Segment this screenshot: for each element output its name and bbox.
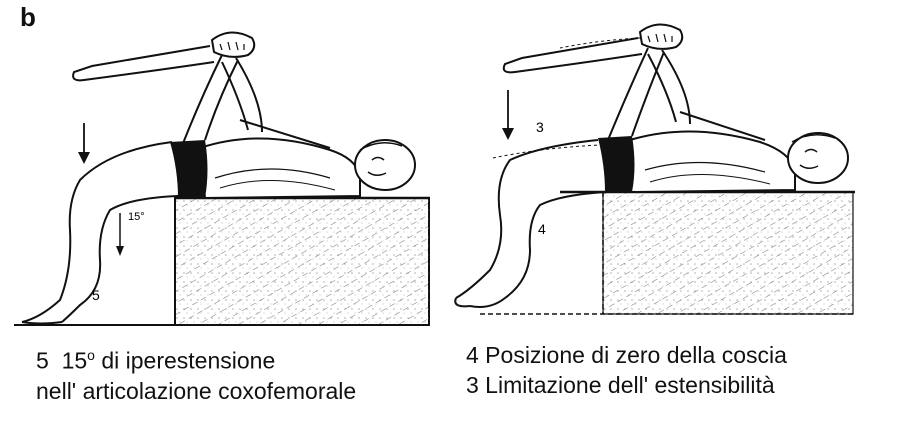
- caption-left: 5 15o di iperestensione nell' articolazi…: [36, 340, 356, 406]
- illustration: 15° 5: [0, 0, 916, 330]
- leg-label-3: 3: [536, 119, 544, 135]
- flexed-thigh-right: [608, 48, 648, 140]
- extended-leg-right: [456, 140, 598, 298]
- caption-right-line2: 3 Limitazione dell' estensibilità: [466, 370, 787, 400]
- caption-left-degree-unit: o: [87, 347, 95, 363]
- caption-left-number: 5: [36, 348, 49, 374]
- flexed-thigh: [182, 55, 222, 146]
- torso: [200, 138, 360, 198]
- caption-left-text: di iperestensione: [95, 348, 275, 374]
- hands: [212, 32, 254, 56]
- caption-right: 4 Posizione di zero della coscia 3 Limit…: [466, 340, 787, 400]
- torso-right: [630, 131, 795, 192]
- briefs: [170, 140, 208, 198]
- caption-left-line1: 5 15o di iperestensione: [36, 340, 356, 376]
- leg-label-5: 5: [92, 287, 100, 303]
- head-right: [788, 133, 848, 183]
- flexed-shin: [73, 46, 214, 80]
- caption-left-line2: nell' articolazione coxofemorale: [36, 376, 356, 406]
- flexed-shin-right: [504, 38, 642, 72]
- right-figure: 3 4: [455, 24, 855, 314]
- caption-left-degree: 15: [62, 348, 88, 374]
- angle-label: 15°: [128, 211, 145, 223]
- hands-right: [640, 24, 682, 48]
- left-figure: 15° 5: [14, 32, 430, 325]
- leg-label-4: 4: [538, 221, 546, 237]
- caption-right-line1: 4 Posizione di zero della coscia: [466, 340, 787, 370]
- briefs-right: [598, 136, 635, 192]
